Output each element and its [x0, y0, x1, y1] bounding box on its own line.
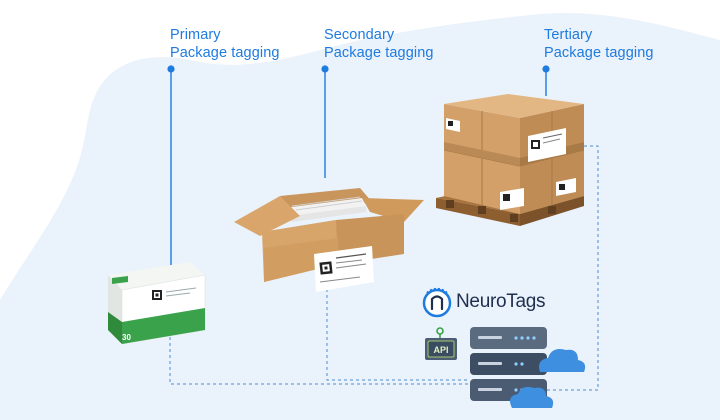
cloud-icon-upper — [539, 349, 586, 372]
stem-dots — [167, 65, 550, 73]
tertiary-dot — [542, 65, 550, 73]
secondary-stage-line1: Secondary — [324, 27, 395, 43]
secondary-dot — [321, 65, 329, 73]
secondary-stage-label: Secondary Package tagging — [324, 26, 434, 62]
tertiary-stage-line2: Package tagging — [544, 45, 654, 61]
neurotags-logo-icon — [422, 287, 452, 318]
api-icon: API — [425, 327, 457, 360]
api-label: API — [433, 345, 448, 355]
secondary-package — [234, 188, 424, 292]
primary-stage-line2: Package tagging — [170, 45, 280, 61]
primary-package: 30 — [108, 262, 206, 345]
primary-stage-label: Primary Package tagging — [170, 26, 280, 62]
secondary-stage-line2: Package tagging — [324, 45, 434, 61]
tertiary-stage-label: Tertiary Package tagging — [544, 26, 654, 62]
stem-lines — [170, 69, 547, 270]
tertiary-stage-line1: Tertiary — [544, 27, 593, 43]
tertiary-package — [436, 94, 585, 226]
primary-dot — [167, 65, 175, 73]
primary-pack-count: 30 — [122, 333, 131, 342]
brand-name: NeuroTags — [456, 291, 546, 312]
background-blob — [0, 13, 720, 420]
primary-stage-line1: Primary — [170, 27, 221, 43]
cloud-icon-lower — [510, 386, 554, 408]
